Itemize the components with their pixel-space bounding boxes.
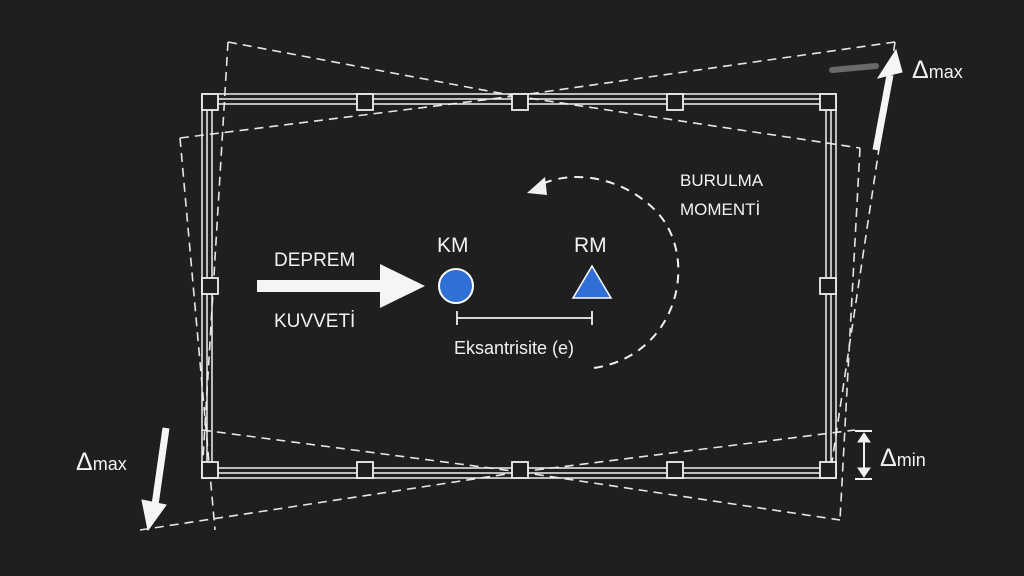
delta-max-bottom-sub: max bbox=[93, 454, 127, 474]
delta-min-symbol: Δ bbox=[880, 444, 897, 472]
displaced-edge-lower-left bbox=[139, 471, 521, 531]
center-rigidity-icon bbox=[571, 264, 613, 299]
delta-max-top-sub: max bbox=[929, 62, 963, 82]
displaced-edge-top-right bbox=[514, 41, 896, 97]
displaced-edge-top-left bbox=[227, 41, 516, 97]
displaced-floor-outline bbox=[139, 41, 896, 531]
center-rigidity-label: RM bbox=[574, 234, 607, 257]
column-bottom-right bbox=[819, 461, 837, 479]
column-bottom-mid bbox=[511, 461, 529, 479]
delta-max-arrow-bottom-icon bbox=[141, 427, 170, 532]
column-top-right bbox=[819, 93, 837, 111]
delta-max-top-symbol: Δ bbox=[912, 56, 929, 84]
moment-label-line2: MOMENTİ bbox=[680, 200, 760, 219]
torsion-moment-arrowhead-icon bbox=[527, 177, 547, 195]
delta-min-dimension-icon bbox=[855, 430, 872, 480]
eccentricity-label: Eksantrisite (e) bbox=[454, 338, 574, 358]
columns bbox=[201, 93, 837, 479]
delta-max-bottom-label: Δmax bbox=[76, 448, 127, 476]
column-bottom-left bbox=[201, 461, 219, 479]
moment-label-line1: BURULMA bbox=[680, 171, 764, 190]
force-label-line1: DEPREM bbox=[274, 250, 355, 271]
displaced-edge-bottom-right bbox=[519, 471, 841, 521]
center-mass-icon bbox=[438, 268, 474, 304]
displaced-edge-lower-right bbox=[519, 429, 856, 473]
center-mass-label: KM bbox=[437, 234, 469, 257]
displaced-edge-right-outer bbox=[829, 41, 896, 476]
displaced-edge-upper-right bbox=[514, 95, 861, 149]
displaced-edge-upper-left bbox=[179, 95, 516, 139]
column-bottom-4 bbox=[666, 461, 684, 479]
displaced-edge-left-inner bbox=[179, 137, 216, 531]
force-label-line2: KUVVETİ bbox=[274, 311, 355, 332]
delta-max-top-label: Δmax bbox=[912, 56, 963, 84]
column-top-4 bbox=[666, 93, 684, 111]
displaced-edge-bottom-left bbox=[201, 429, 521, 473]
column-bottom-2 bbox=[356, 461, 374, 479]
earthquake-force-arrow-icon bbox=[257, 264, 425, 308]
displaced-edge-right-inner bbox=[839, 147, 861, 521]
motion-trail bbox=[829, 63, 879, 73]
column-top-2 bbox=[356, 93, 374, 111]
column-mid-left bbox=[201, 277, 219, 295]
delta-min-label: Δmin bbox=[880, 444, 926, 472]
delta-min-sub: min bbox=[897, 450, 926, 470]
torsion-moment-arc bbox=[539, 176, 680, 369]
delta-max-bottom-symbol: Δ bbox=[76, 448, 93, 476]
column-top-mid bbox=[511, 93, 529, 111]
column-mid-right bbox=[819, 277, 837, 295]
delta-max-arrow-top-icon bbox=[872, 48, 903, 151]
column-top-left bbox=[201, 93, 219, 111]
eccentricity-dimension bbox=[456, 311, 593, 325]
